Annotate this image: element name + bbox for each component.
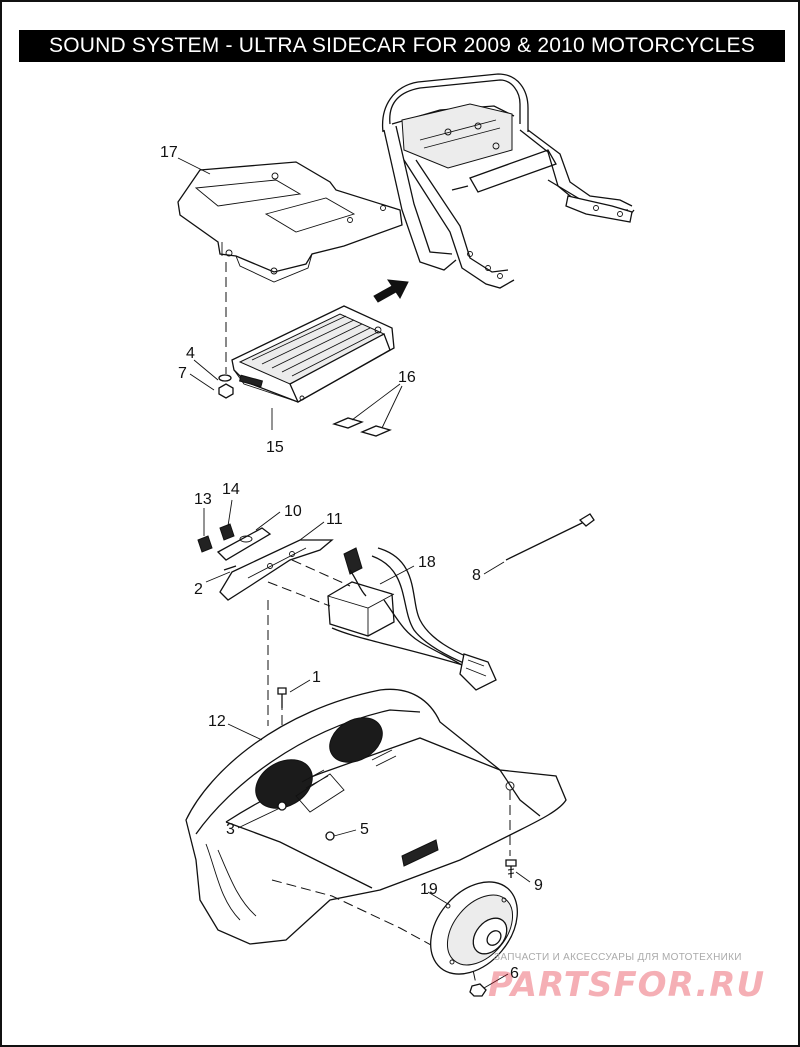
- direction-arrow: [373, 279, 409, 303]
- nut-part: [218, 374, 234, 399]
- callout-14: 14: [222, 481, 240, 498]
- nut-part-6: [469, 983, 487, 997]
- luggage-rack-frame: [381, 73, 635, 289]
- callout-5: 5: [360, 821, 369, 838]
- callout-19: 19: [420, 881, 438, 898]
- callout-16: 16: [398, 369, 416, 386]
- callout-13: 13: [194, 491, 212, 508]
- screw-part: [277, 687, 287, 708]
- callout-7: 7: [178, 365, 187, 382]
- callout-11: 11: [326, 511, 343, 528]
- right-speaker-grille: [329, 717, 383, 763]
- watermark-tagline: ЗАПЧАСТИ И АКСЕССУАРЫ ДЛЯ МОТОТЕХНИКИ: [494, 952, 742, 963]
- adhesive-pads-part: [332, 417, 392, 437]
- callout-8: 8: [472, 567, 481, 584]
- crossover-harness-part: [327, 547, 497, 691]
- callout-2: 2: [194, 581, 203, 598]
- bracket-assembly: [197, 523, 334, 601]
- callout-12: 12: [208, 713, 226, 730]
- speaker-enclosure-part: [185, 688, 567, 945]
- callout-1: 1: [312, 669, 321, 686]
- callout-18: 18: [418, 554, 436, 571]
- leader-lines: [177, 157, 531, 989]
- callout-10: 10: [284, 503, 302, 520]
- mounting-plate-part: [177, 161, 403, 283]
- callout-3: 3: [226, 821, 235, 838]
- callout-17: 17: [160, 144, 178, 161]
- callout-4: 4: [186, 345, 195, 362]
- callout-6: 6: [510, 965, 519, 982]
- callout-9: 9: [534, 877, 543, 894]
- callout-15: 15: [266, 439, 284, 456]
- screw-part-9: [505, 859, 517, 878]
- watermark-logo: PARTSFOR.RU: [488, 965, 765, 1005]
- left-speaker-grille: [255, 759, 313, 809]
- speaker-part: [430, 881, 518, 975]
- amplifier-part: [231, 305, 395, 403]
- page-title: SOUND SYSTEM - ULTRA SIDECAR FOR 2009 & …: [19, 30, 785, 62]
- cable-tie-part: [505, 513, 595, 561]
